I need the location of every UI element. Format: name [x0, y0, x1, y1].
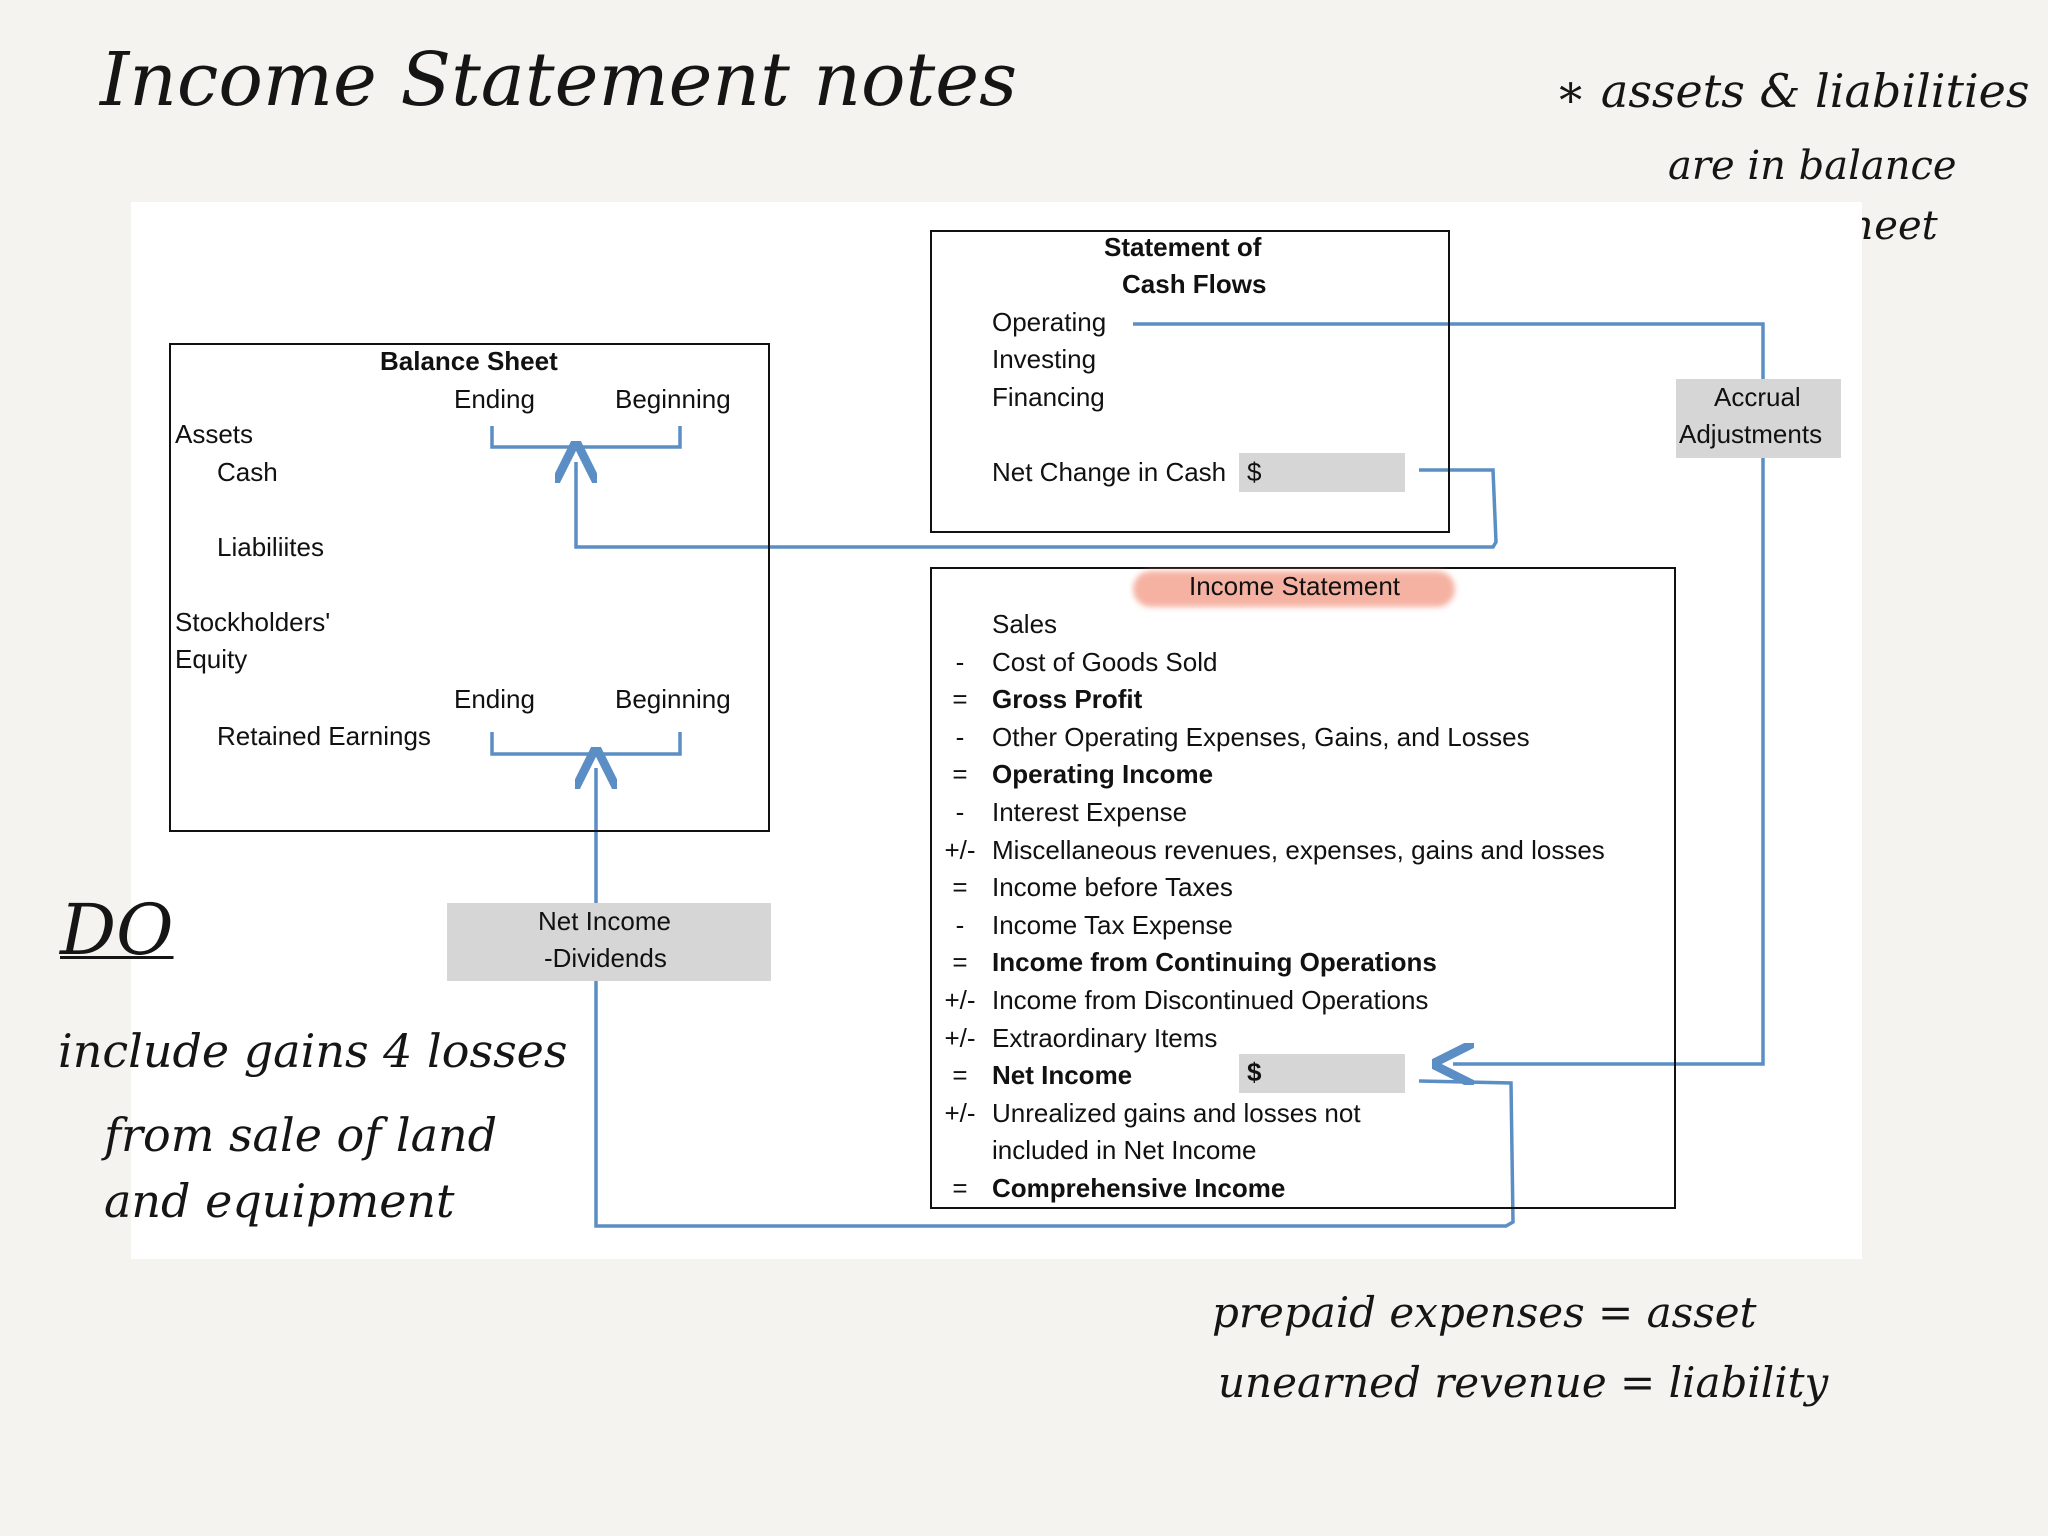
balance-sheet-title: Balance Sheet	[380, 346, 558, 376]
net-income-arrow	[596, 768, 1515, 1228]
income-row-label: Income from Discontinued Operations	[992, 985, 1429, 1015]
income-row-operator: +/-	[944, 835, 976, 865]
diagram-sheet: Balance Sheet Ending Beginning Assets Ca…	[131, 202, 1862, 1259]
net-change-value: $	[1247, 457, 1262, 487]
top-note-line-1: ∗ assets & liabilities	[1555, 64, 2030, 118]
income-row-operator: =	[952, 684, 968, 714]
accrual-adjustments-box	[1676, 379, 1841, 458]
income-row-label: Unrealized gains and losses not	[992, 1098, 1361, 1128]
income-row-label: included in Net Income	[992, 1135, 1257, 1165]
net-change-label: Net Change in Cash	[992, 457, 1227, 487]
equity-ending-label: Ending	[454, 684, 535, 714]
equity-label-2: Equity	[175, 644, 248, 674]
cash-flows-box	[930, 230, 1450, 533]
income-row-operator: -	[955, 797, 965, 827]
net-income-dividends-box	[447, 903, 771, 981]
balance-sheet-box	[169, 343, 770, 832]
accrual-label-1: Accrual	[1714, 382, 1801, 412]
income-row-label: Sales	[992, 609, 1058, 639]
page-title: Income Statement notes	[100, 37, 1018, 123]
income-row-label: Net Income	[992, 1060, 1133, 1090]
net-income-value: $	[1247, 1057, 1262, 1087]
net-change-value-cell	[1239, 453, 1405, 492]
cash-label: Cash	[217, 457, 278, 487]
income-row-operator: =	[952, 947, 968, 977]
balance-ending-label: Ending	[454, 384, 535, 414]
top-note-line-2: are in balance	[1668, 143, 1957, 189]
income-row-label: Operating Income	[992, 759, 1214, 789]
income-row-operator: +/-	[944, 985, 976, 1015]
income-row-label: Cost of Goods Sold	[992, 647, 1218, 677]
income-row-label: Miscellaneous revenues, expenses, gains …	[992, 835, 1605, 865]
income-row-operator: =	[952, 872, 968, 902]
income-row-operator: =	[952, 759, 968, 789]
equity-beginning-label: Beginning	[615, 684, 731, 714]
income-row-operator: -	[955, 722, 965, 752]
income-row-operator: +/-	[944, 1098, 976, 1128]
liabilities-label: Liabiliites	[217, 532, 324, 562]
income-row-label: Other Operating Expenses, Gains, and Los…	[992, 722, 1530, 752]
income-row-label: Income from Continuing Operations	[992, 947, 1437, 977]
income-row-operator: =	[952, 1060, 968, 1090]
net-income-dividends-2: -Dividends	[544, 943, 667, 973]
bottom-note-line-1: prepaid expenses = asset	[1212, 1288, 1757, 1337]
cash-flows-title-1: Statement of	[1104, 232, 1262, 262]
income-row-label: Comprehensive Income	[992, 1173, 1286, 1203]
do-line-3: and equipment	[104, 1174, 455, 1228]
income-row-operator: -	[955, 647, 965, 677]
bottom-note-line-2: unearned revenue = liability	[1218, 1358, 1829, 1407]
income-row-operator: +/-	[944, 1023, 976, 1053]
income-statement-title: Income Statement	[1189, 571, 1400, 601]
income-row-label: Income before Taxes	[992, 872, 1233, 902]
equity-label-1: Stockholders'	[175, 607, 331, 637]
income-row-label: Interest Expense	[992, 797, 1188, 827]
financing-label: Financing	[992, 382, 1105, 412]
retained-earnings-label: Retained Earnings	[217, 721, 431, 751]
do-line-2: from sale of land	[104, 1108, 498, 1162]
income-row-operator: =	[952, 1173, 968, 1203]
net-income-value-cell	[1239, 1054, 1405, 1093]
cash-flows-title-2: Cash Flows	[1122, 269, 1267, 299]
assets-label: Assets	[175, 419, 254, 449]
investing-label: Investing	[992, 344, 1097, 374]
do-line-1: include gains 4 losses	[58, 1024, 568, 1078]
income-row-label: Gross Profit	[992, 684, 1143, 714]
income-statement-box	[930, 567, 1676, 1209]
accrual-label-2: Adjustments	[1679, 419, 1823, 449]
net-income-dividends-1: Net Income	[538, 906, 671, 936]
balance-beginning-label: Beginning	[615, 384, 731, 414]
income-row-operator: -	[955, 910, 965, 940]
income-row-label: Extraordinary Items	[992, 1023, 1218, 1053]
income-row-label: Income Tax Expense	[992, 910, 1233, 940]
operating-label: Operating	[992, 307, 1107, 337]
title-highlight	[1133, 571, 1455, 607]
do-heading: DO	[60, 889, 174, 971]
cash-change-arrow	[576, 462, 1498, 549]
